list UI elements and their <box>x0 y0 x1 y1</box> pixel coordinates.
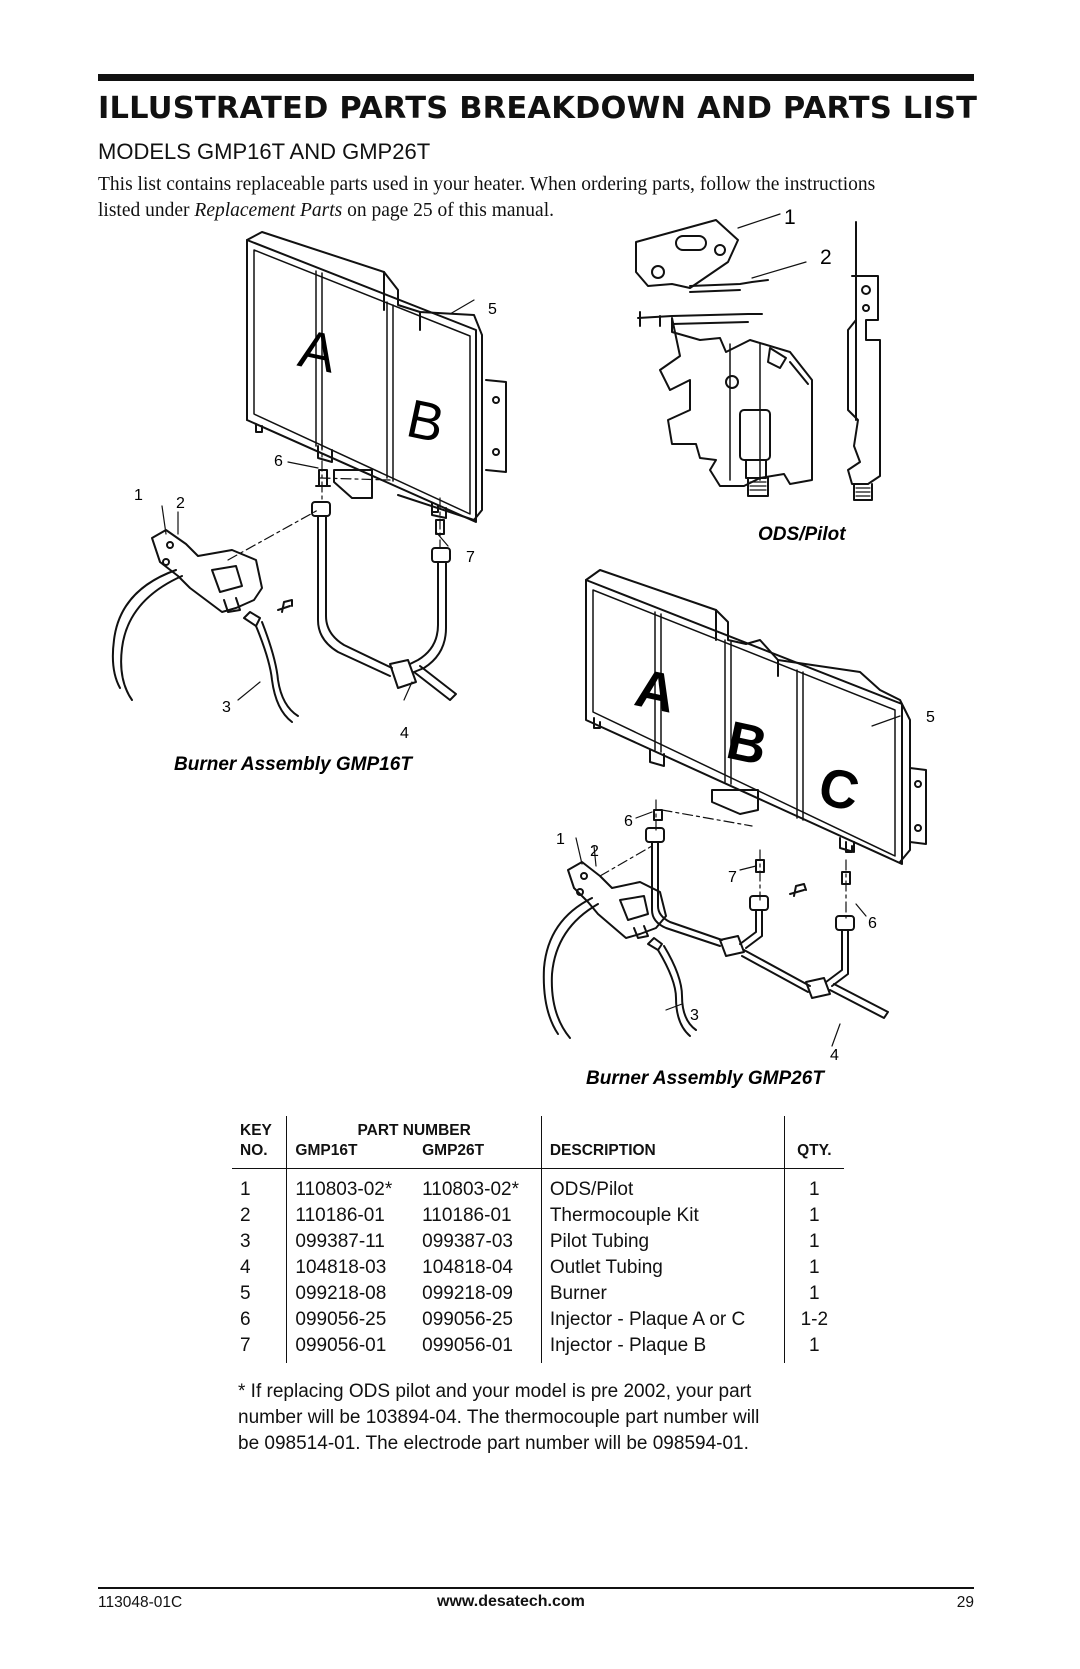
no-header: NO. <box>232 1142 287 1169</box>
qty-cell: 1 <box>783 1333 844 1363</box>
qty-cell: 1 <box>783 1281 844 1307</box>
gmp16t-part-cell: 099056-25 <box>286 1307 415 1333</box>
intro-paragraph: This list contains replaceable parts use… <box>98 172 978 224</box>
ods-pilot-callout-1: 1 <box>784 206 796 229</box>
gmp26t-plaque-a-label: A <box>630 658 681 725</box>
gmp16t-burner-illustration <box>111 231 507 723</box>
parts-illustrations: A B A B C 1 2 3 4 5 6 7 Burner Assembly … <box>111 206 935 1089</box>
intro-line-1: This list contains replaceable parts use… <box>98 174 876 195</box>
key-cell: 7 <box>240 1335 251 1356</box>
gmp26t-callout-3: 3 <box>690 1007 699 1024</box>
bottom-rule <box>98 1587 974 1589</box>
gmp26t-callout-7: 7 <box>728 869 737 886</box>
qty-cell: 1 <box>783 1255 844 1281</box>
page-number: 29 <box>956 1594 974 1611</box>
gmp26t-part-cell: 104818-04 <box>422 1257 513 1278</box>
qty-cell: 1 <box>783 1229 844 1255</box>
description-cell: Injector - Plaque A or C <box>540 1307 785 1333</box>
gmp26t-part-cell: 099218-09 <box>422 1283 513 1304</box>
qty-cell: 1 <box>783 1203 844 1229</box>
replacement-parts-reference: Replacement Parts <box>194 200 343 221</box>
gmp26t-callout-6-right: 6 <box>868 915 877 932</box>
description-cell: Injector - Plaque B <box>540 1333 785 1363</box>
qty-header-spacer <box>783 1116 844 1142</box>
gmp16t-part-cell: 099387-11 <box>286 1229 415 1255</box>
models-subtitle: MODELS GMP16T AND GMP26T <box>98 139 431 164</box>
qty-cell: 1 <box>783 1168 844 1203</box>
gmp26t-callout-5: 5 <box>926 709 935 726</box>
table-row: 7 099056-01 099056-01 Injector - Plaque … <box>232 1333 844 1363</box>
table-row: 3 099387-11 099387-03 Pilot Tubing 1 <box>232 1229 844 1255</box>
key-header: KEY <box>240 1122 272 1139</box>
description-cell: Pilot Tubing <box>540 1229 785 1255</box>
gmp26t-plaque-b-label: B <box>722 710 773 777</box>
gmp26t-callout-4: 4 <box>830 1047 839 1064</box>
gmp16t-callout-4: 4 <box>400 725 409 742</box>
part-number-header: PART NUMBER <box>286 1116 542 1142</box>
gmp26t-header: GMP26T <box>414 1142 542 1169</box>
gmp26t-plaque-c-label: C <box>814 756 865 823</box>
ods-pilot-caption: ODS/Pilot <box>758 524 846 545</box>
gmp26t-callout-6-left: 6 <box>624 813 633 830</box>
footnote-line-1: * If replacing ODS pilot and your model … <box>238 1381 752 1402</box>
gmp26t-callout-2: 2 <box>590 843 599 860</box>
table-row: 2 110186-01 110186-01 Thermocouple Kit 1 <box>232 1203 844 1229</box>
website-link[interactable]: www.desatech.com <box>437 1593 585 1610</box>
gmp16t-plaque-b-label: B <box>402 388 450 454</box>
description-cell: Thermocouple Kit <box>540 1203 785 1229</box>
gmp26t-callout-1: 1 <box>556 831 565 848</box>
intro-line-2-pre: listed under <box>98 200 195 221</box>
gmp26t-part-cell: 110803-02* <box>422 1179 519 1200</box>
gmp26t-caption: Burner Assembly GMP26T <box>586 1068 825 1089</box>
key-cell: 1 <box>240 1179 251 1200</box>
gmp16t-header: GMP16T <box>286 1142 415 1169</box>
key-cell: 5 <box>240 1283 251 1304</box>
key-cell: 3 <box>240 1231 251 1252</box>
gmp16t-callout-1: 1 <box>134 487 143 504</box>
gmp26t-part-cell: 099056-25 <box>422 1309 513 1330</box>
table-row: 1 110803-02* 110803-02* ODS/Pilot 1 <box>232 1168 844 1203</box>
gmp16t-part-cell: 110186-01 <box>286 1203 415 1229</box>
description-header-spacer <box>540 1116 785 1142</box>
footnote-line-2: number will be 103894-04. The thermocoup… <box>238 1407 760 1428</box>
table-row: 4 104818-03 104818-04 Outlet Tubing 1 <box>232 1255 844 1281</box>
gmp16t-callout-7: 7 <box>466 549 475 566</box>
qty-cell: 1-2 <box>783 1307 844 1333</box>
gmp16t-part-cell: 099056-01 <box>286 1333 415 1363</box>
key-cell: 6 <box>240 1309 251 1330</box>
ods-pilot-callout-2: 2 <box>820 246 832 269</box>
gmp16t-caption: Burner Assembly GMP16T <box>174 754 413 775</box>
description-cell: Burner <box>540 1281 785 1307</box>
gmp16t-part-cell: 104818-03 <box>286 1255 415 1281</box>
gmp16t-part-cell: 099218-08 <box>286 1281 415 1307</box>
gmp26t-part-cell: 110186-01 <box>422 1205 512 1226</box>
description-cell: ODS/Pilot <box>540 1168 785 1203</box>
gmp26t-part-cell: 099387-03 <box>422 1231 513 1252</box>
gmp26t-burner-illustration <box>542 569 927 1047</box>
table-row: 5 099218-08 099218-09 Burner 1 <box>232 1281 844 1307</box>
intro-line-2-post: on page 25 of this manual. <box>342 200 554 221</box>
footnote-line-3: be 098514-01. The electrode part number … <box>238 1433 749 1454</box>
description-cell: Outlet Tubing <box>540 1255 785 1281</box>
gmp16t-plaque-a-label: A <box>294 318 342 384</box>
gmp16t-callout-5: 5 <box>488 301 497 318</box>
key-cell: 4 <box>240 1257 251 1278</box>
ods-pilot-footnote: * If replacing ODS pilot and your model … <box>238 1379 858 1457</box>
gmp16t-callout-3: 3 <box>222 699 231 716</box>
page-title: ILLUSTRATED PARTS BREAKDOWN AND PARTS LI… <box>98 91 978 126</box>
description-header: DESCRIPTION <box>540 1142 785 1169</box>
gmp16t-callout-2: 2 <box>176 495 185 512</box>
document-number: 113048-01C <box>98 1594 183 1611</box>
top-rule <box>98 74 974 81</box>
key-cell: 2 <box>240 1205 251 1226</box>
gmp16t-part-cell: 110803-02* <box>286 1168 415 1203</box>
gmp26t-part-cell: 099056-01 <box>422 1335 513 1356</box>
gmp16t-callout-6: 6 <box>274 453 283 470</box>
parts-list-table: KEY PART NUMBER NO. GMP16T GMP26T DESCRI… <box>232 1116 844 1363</box>
table-row: 6 099056-25 099056-25 Injector - Plaque … <box>232 1307 844 1333</box>
intro-line-2: listed under Replacement Parts on page 2… <box>98 198 978 224</box>
qty-header: QTY. <box>783 1142 844 1169</box>
ods-pilot-illustration <box>635 213 881 501</box>
